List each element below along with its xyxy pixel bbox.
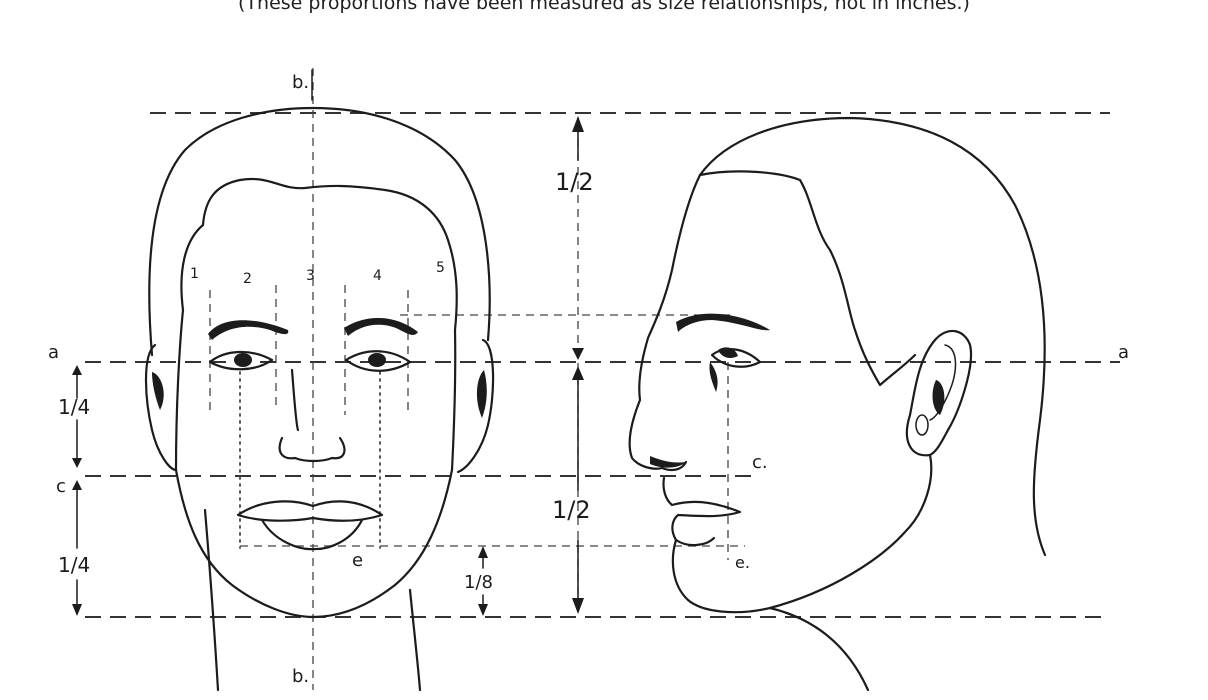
profile-nostril (650, 456, 686, 468)
label-e-profile: e. (735, 553, 750, 572)
front-neck-left (205, 510, 218, 690)
profile-view-head (630, 118, 1045, 690)
front-eyebrow-left (208, 320, 288, 340)
front-nose-bridge (292, 370, 298, 430)
label-b-bottom: b. (292, 666, 309, 687)
front-mouth-lower-lip (262, 520, 362, 549)
profile-jaw (673, 455, 931, 612)
label-eighth: 1/8 (464, 572, 493, 593)
eye-division-1: 1 (190, 266, 199, 282)
eye-division-2: 2 (243, 271, 252, 287)
front-mouth-upper-lip (238, 501, 382, 520)
label-half-lower: 1/2 (552, 496, 591, 524)
profile-skull-outline (700, 118, 1045, 555)
front-eyebrow-right (344, 318, 418, 336)
label-quarter-lower: 1/4 (58, 553, 90, 577)
front-hair-outline (149, 108, 489, 355)
front-face-right-side (452, 330, 455, 470)
eye-division-4: 4 (373, 268, 382, 284)
eye-division-numbers: 1 2 3 4 5 (190, 260, 445, 287)
label-e-front: e (352, 550, 363, 571)
dimension-markers (72, 70, 584, 616)
front-view-head (146, 108, 493, 690)
label-a-left: a (48, 342, 59, 363)
front-hairline (181, 179, 456, 330)
label-a-right: a (1118, 342, 1129, 363)
label-c-left: c (56, 476, 66, 497)
front-face-left-side (176, 310, 183, 470)
profile-neck-front (770, 608, 868, 690)
eye-division-5: 5 (436, 260, 445, 276)
front-ear-right (458, 340, 493, 472)
front-nose-base (280, 438, 345, 461)
profile-eyebrow (676, 314, 770, 332)
label-half-upper: 1/2 (555, 168, 594, 196)
label-b-top: b. (292, 72, 309, 93)
profile-lower-lip (676, 538, 714, 545)
label-c-right: c. (752, 452, 768, 473)
label-quarter-upper: 1/4 (58, 395, 90, 419)
eye-division-3: 3 (306, 268, 315, 284)
front-neck-right (410, 590, 420, 690)
